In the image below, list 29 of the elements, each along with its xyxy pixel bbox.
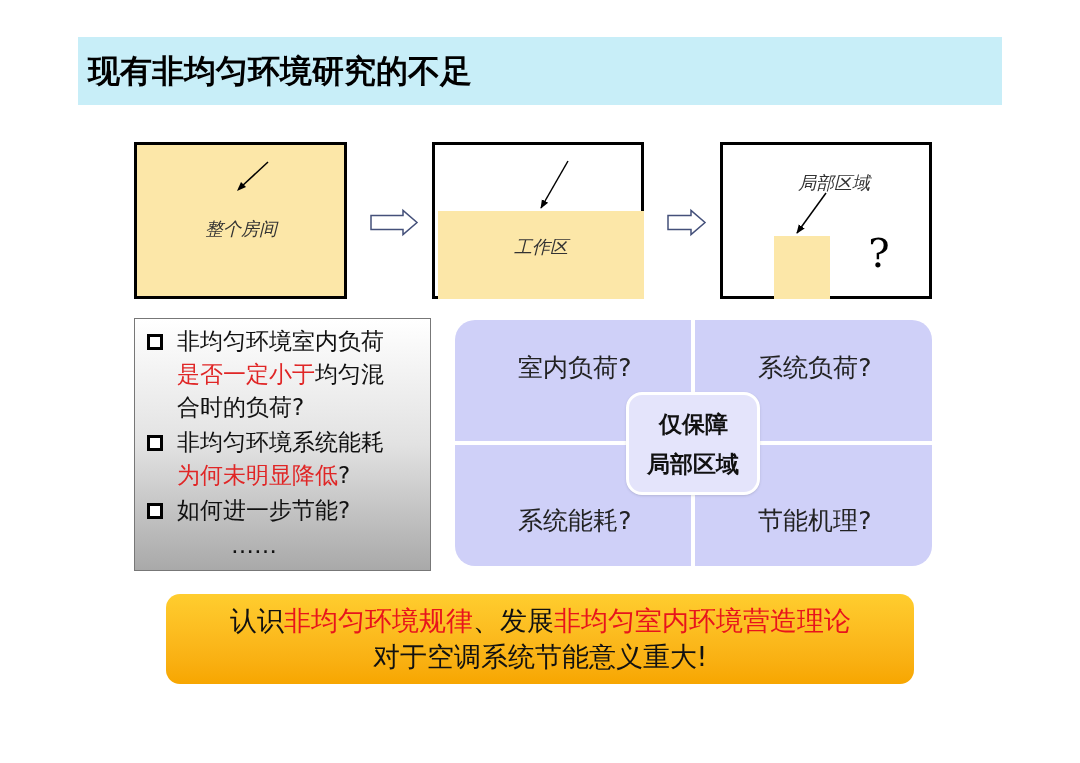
quadrant-label: 系统能耗?	[518, 505, 632, 538]
quadrant-label: 室内负荷?	[518, 352, 632, 385]
room-box	[134, 142, 347, 299]
center-label: 局部区域	[647, 449, 739, 479]
arrow	[540, 160, 569, 209]
zone-label: 局部区域	[798, 171, 870, 195]
conclusion-text: 认识非均匀环境规律、发展非均匀室内环境营造理论	[229, 604, 851, 638]
quadrant-label: 节能机理?	[758, 505, 872, 538]
leader-arrow	[796, 192, 827, 234]
conclusion-banner	[166, 594, 914, 684]
question-list-panel	[134, 318, 431, 571]
room-box	[720, 142, 932, 299]
conclusion-text: 对于空调系统节能意义重大!	[372, 640, 708, 674]
title: 现有非均匀环境研究的不足	[88, 51, 472, 92]
question-text: 非均匀环境室内负荷是否一定小于均匀混合时的负荷?	[177, 327, 385, 422]
work-zone-area	[438, 211, 644, 299]
quad-panel	[455, 320, 932, 566]
ellipsis-text: ……	[230, 531, 278, 560]
room-label: 整个房间	[204, 217, 277, 241]
question-text: 非均匀环境系统能耗为何未明显降低?	[177, 428, 385, 490]
center-box	[626, 392, 760, 495]
question-mark: ?	[868, 233, 890, 273]
question-text: 如何进一步节能?	[177, 496, 352, 525]
center-label: 仅保障	[658, 409, 728, 439]
local-zone-area	[774, 236, 830, 299]
quadrant-label: 系统负荷?	[758, 352, 872, 385]
block-arrow	[370, 208, 419, 237]
block-arrow	[667, 208, 707, 237]
room-box	[432, 142, 644, 299]
